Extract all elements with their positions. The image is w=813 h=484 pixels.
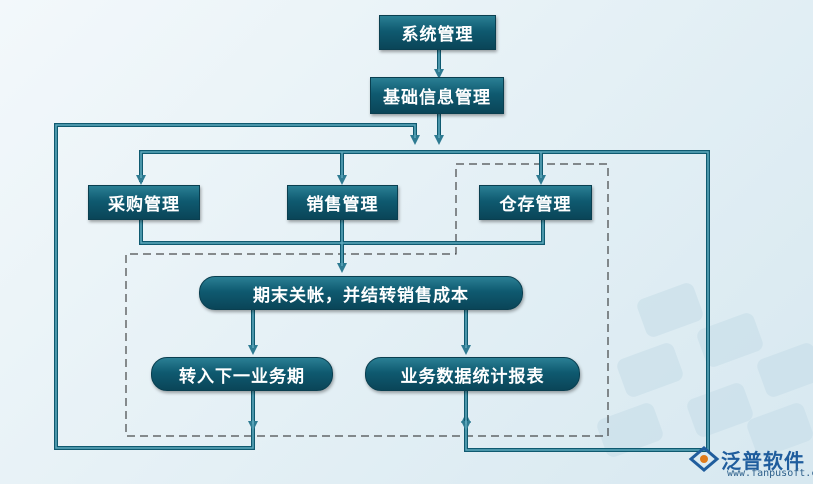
node-label: 仓存管理 xyxy=(499,195,572,215)
brand-logo: 泛普软件 www.fanpusoft.com xyxy=(687,444,813,479)
dashed-boundary-warehouse xyxy=(125,163,609,437)
node-sales-management: 销售管理 xyxy=(287,185,398,220)
node-next-period: 转入下一业务期 xyxy=(151,357,333,391)
node-period-close: 期末关帐，并结转销售成本 xyxy=(199,276,523,310)
node-label: 销售管理 xyxy=(306,195,379,215)
node-warehouse-management: 仓存管理 xyxy=(479,185,592,220)
node-label: 转入下一业务期 xyxy=(179,366,305,387)
node-purchase-management: 采购管理 xyxy=(88,185,200,220)
node-report: 业务数据统计报表 xyxy=(365,357,580,391)
node-basic-info-management: 基础信息管理 xyxy=(370,77,504,114)
node-label: 基础信息管理 xyxy=(383,88,491,108)
fanpu-logo-icon xyxy=(688,446,720,472)
node-label: 业务数据统计报表 xyxy=(400,366,545,387)
node-label: 采购管理 xyxy=(108,195,180,215)
logo-brand-text: 泛普软件 xyxy=(721,448,805,473)
node-label: 期末关帐，并结转销售成本 xyxy=(253,285,469,306)
node-label: 系统管理 xyxy=(401,25,474,45)
node-system-management: 系统管理 xyxy=(379,15,496,50)
logo-url-text: www.fanpusoft.com xyxy=(727,468,813,479)
